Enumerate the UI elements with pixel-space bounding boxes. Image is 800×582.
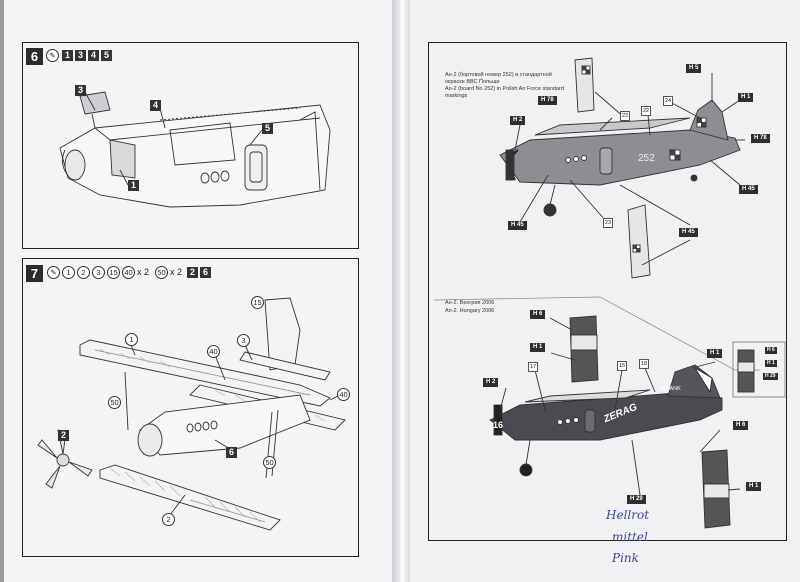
step-7-part: 6 (200, 267, 211, 278)
step-7-number: 7 (26, 265, 43, 282)
step-7-part: 50 (155, 266, 168, 279)
step-7-part: 40 (122, 266, 135, 279)
hungary-caption-ru: Ан-2. Венгрия 2006 (445, 300, 495, 306)
paint-tag: H 6 (530, 310, 546, 319)
step-7-frame (22, 258, 359, 557)
quantity-label: x 2 (170, 267, 183, 277)
step-6-frame (22, 42, 359, 249)
paint-tag: H 5 (686, 64, 702, 73)
paint-tag: H 29 (627, 495, 646, 504)
decal-number: 17 (528, 362, 539, 372)
decal-number: 15 (617, 361, 628, 371)
glue-icon: ✎ (47, 266, 60, 279)
paint-tag: H 1 (738, 93, 754, 102)
page-gutter (392, 0, 410, 582)
inset-paint-tag: H 6 (765, 347, 777, 354)
step-6-number: 6 (26, 48, 43, 65)
decal-number: 23 (620, 111, 631, 121)
callout-part: 3 (75, 85, 86, 96)
decal-number: 24 (663, 96, 674, 106)
callout-part: 2 (162, 513, 175, 526)
decal-number: 18 (639, 359, 650, 369)
step-7-part: 15 (107, 266, 120, 279)
poland-caption-en-1: An-2 (board No 252) in Polish Air Force … (445, 86, 564, 92)
handwritten-note: Hellrot (606, 508, 650, 522)
callout-part: 3 (237, 334, 250, 347)
markings-frame (428, 42, 787, 541)
callout-part: 1 (125, 333, 138, 346)
decal-number: 23 (603, 218, 614, 228)
paint-tag: H 1 (530, 343, 546, 352)
board-number: 252 (638, 153, 655, 164)
paint-tag: H 1 (746, 482, 762, 491)
paint-tag: H 6 (733, 421, 749, 430)
step-7-part: 1 (62, 266, 75, 279)
inset-paint-tag: H 1 (765, 360, 777, 367)
glue-icon: ✎ (46, 49, 59, 62)
paint-tag: H 45 (679, 228, 698, 237)
step-6-part: 3 (75, 50, 86, 61)
registration: HA-ANK (660, 386, 681, 392)
callout-part: 50 (108, 396, 121, 409)
step-6-part: 1 (62, 50, 73, 61)
decal-number: 22 (641, 106, 652, 116)
step-6-part: 5 (101, 50, 112, 61)
callout-part: 2 (58, 430, 69, 441)
callout-part: 40 (207, 345, 220, 358)
paint-tag: H 78 (751, 134, 770, 143)
hungary-caption-en: An-2. Hungary 2006 (445, 308, 495, 314)
nose-number: 16 (493, 420, 504, 430)
callout-part: 15 (251, 296, 264, 309)
callout-part: 6 (226, 447, 237, 458)
step-7-part: 2 (187, 267, 198, 278)
callout-part: 1 (128, 180, 139, 191)
paint-tag: H 78 (538, 96, 557, 105)
inset-paint-tag: H 29 (763, 373, 778, 380)
paint-tag: H 45 (739, 185, 758, 194)
step-6-part: 4 (88, 50, 99, 61)
step-7-part: 2 (77, 266, 90, 279)
quantity-label: x 2 (137, 267, 150, 277)
handwritten-note: mittel (612, 530, 648, 544)
callout-part: 40 (337, 388, 350, 401)
handwritten-note: Pink (612, 551, 639, 565)
paint-tag: H 1 (707, 349, 723, 358)
poland-caption-ru-2: окраске ВВС Польши (445, 79, 500, 85)
paint-tag: H 2 (510, 116, 526, 125)
callout-part: 5 (262, 123, 273, 134)
step-7-part: 3 (92, 266, 105, 279)
paint-tag: H 45 (508, 221, 527, 230)
left-page (4, 0, 400, 582)
callout-part: 4 (150, 100, 161, 111)
poland-caption-en-2: markings (445, 93, 468, 99)
callout-part: 50 (263, 456, 276, 469)
paint-tag: H 2 (483, 378, 499, 387)
poland-caption-ru-1: Ан-2 (бортовой номер 252) в стандартной (445, 72, 552, 78)
